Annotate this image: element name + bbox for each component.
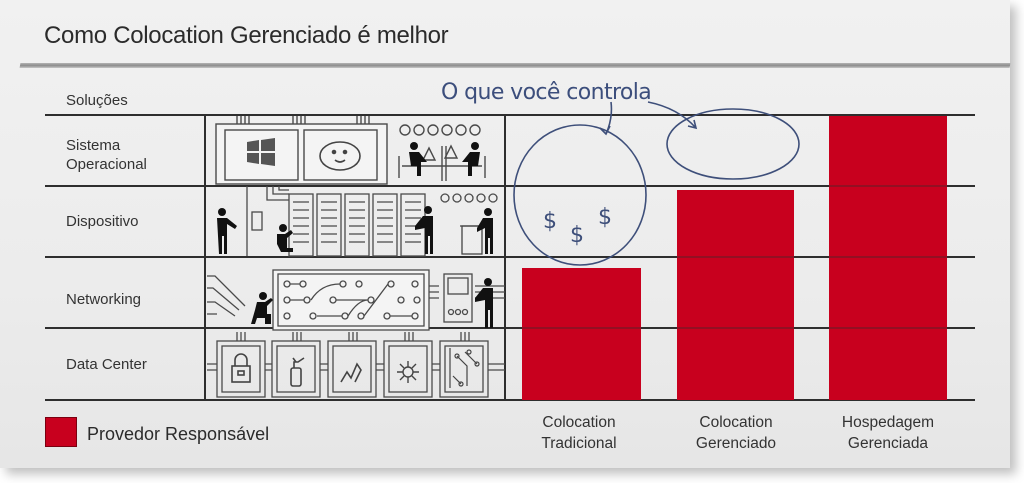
row-label-line: Operacional — [66, 156, 147, 173]
row-label-line: Data Center — [66, 356, 147, 373]
grid-line-overlay — [505, 327, 975, 329]
grid-line — [45, 185, 975, 187]
infrastructure-illustration — [207, 116, 505, 398]
lock-icon — [231, 353, 251, 383]
bar-label-line: Tradicional — [541, 435, 617, 452]
row-label-datacenter: Data Center — [66, 355, 147, 374]
people-at-desks-icon — [409, 142, 480, 176]
dollar-sign: $ — [543, 209, 557, 234]
grid-divider — [504, 114, 506, 401]
arrow-icon — [599, 101, 613, 136]
grid-line-overlay — [505, 185, 975, 187]
bar-label-colocation-tradicional: Colocation Tradicional — [504, 412, 654, 454]
dollar-sign: $ — [598, 205, 612, 230]
os-monitor-panel — [215, 116, 388, 185]
bar-label-hospedagem-gerenciada: Hospedagem Gerenciada — [813, 412, 963, 454]
dollar-sign: $ — [570, 223, 584, 248]
bar-label-line: Colocation — [542, 414, 616, 431]
title-divider — [19, 63, 1011, 68]
grid-line — [45, 399, 975, 401]
linux-penguin-icon — [319, 141, 361, 171]
bar-label-line: Gerenciado — [695, 435, 777, 452]
bar-label-line: Gerenciada — [847, 435, 929, 452]
legend-label: Provedor Responsável — [87, 424, 270, 444]
bar-hospedagem-gerenciada — [829, 116, 947, 400]
circuit-board-icon — [207, 269, 505, 331]
network-hub-icon — [397, 361, 419, 383]
row-label-device: Dispositivo — [66, 212, 139, 231]
grid-line — [45, 256, 975, 258]
fire-extinguisher-icon — [290, 357, 305, 387]
windows-logo-icon — [247, 138, 275, 166]
grid-line — [45, 327, 975, 329]
technician-icon — [217, 206, 493, 254]
grid-divider — [204, 114, 206, 401]
bar-colocation-tradicional — [522, 268, 641, 400]
grid-line — [45, 114, 975, 116]
control-circle-tradicional — [513, 124, 647, 266]
bar-label-line: Hospedagem — [841, 414, 935, 431]
page-title: Como Colocation Gerenciado é melhor — [44, 22, 449, 49]
handwritten-annotation: O que você controla — [441, 80, 652, 105]
row-label-line: Sistema — [66, 137, 121, 154]
power-icon — [340, 362, 362, 383]
dials-icon — [399, 124, 481, 136]
control-circle-gerenciado — [666, 108, 800, 180]
row-label-line: Dispositivo — [66, 213, 139, 230]
circuit-icon — [449, 348, 480, 388]
bar-label-colocation-gerenciado: Colocation Gerenciado — [661, 412, 811, 454]
engineer-icon — [251, 278, 493, 328]
diagram-card: Como Colocation Gerenciado é melhor Solu… — [0, 0, 1011, 468]
row-label-networking: Networking — [66, 290, 141, 309]
solutions-column-header: Soluções — [66, 92, 128, 109]
legend-swatch — [45, 417, 77, 447]
row-label-line: Networking — [66, 291, 142, 308]
row-label-os: Sistema Operacional — [66, 136, 147, 174]
grid-line-overlay — [505, 256, 975, 258]
bar-colocation-gerenciado — [677, 190, 794, 400]
bar-label-line: Colocation — [699, 414, 773, 431]
